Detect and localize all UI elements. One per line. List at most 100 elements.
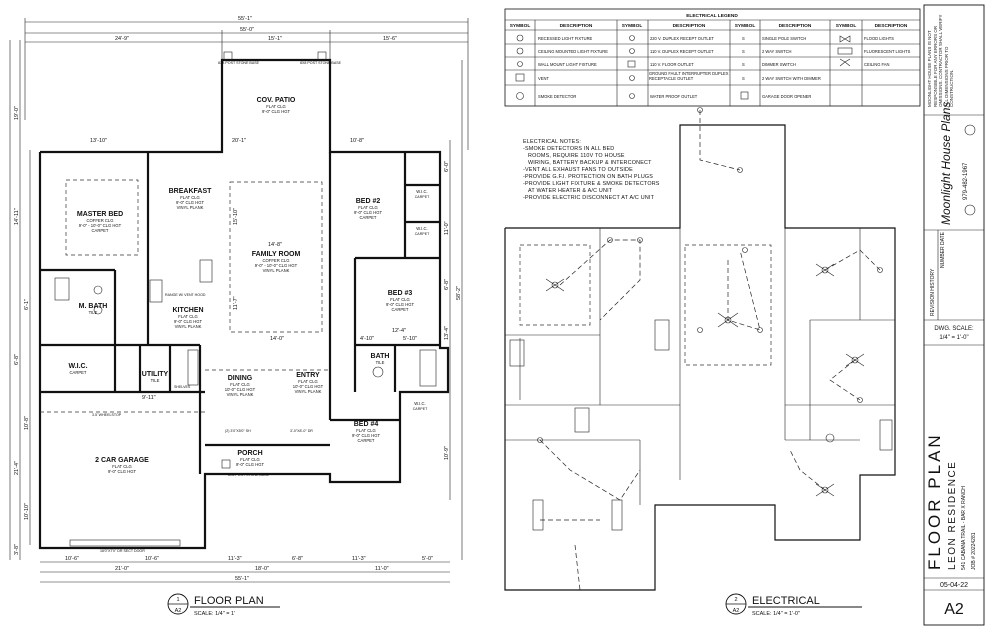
room-m-bath: M. BATH TILE <box>79 303 108 315</box>
revision-history-label: REVISION HISTORY <box>930 268 936 316</box>
tub-outline <box>509 339 525 367</box>
legend-c1-r5: SMOKE DETECTOR <box>538 94 576 99</box>
dim-top-overall: 55'-1" <box>238 16 252 22</box>
room-name: BED #4 <box>354 421 379 428</box>
wiring-run <box>824 249 881 271</box>
tub-outline <box>879 419 893 451</box>
room-garage: 2 CAR GARAGE FLAT CLG 9'-0" CLG HGT <box>95 457 149 474</box>
wiring-run <box>829 359 861 401</box>
right-dimensions: 6'-0" 11'-0" 6'-8" 13'-4" 58'-2" 10'-9" <box>444 60 463 560</box>
notes-title: ELECTRICAL NOTES: <box>523 139 581 145</box>
wiring-run <box>727 249 761 331</box>
room-wic-bed2a: W.I.C. CARPET <box>415 189 430 199</box>
floor-plan-caption: 1 A2 FLOOR PLAN SCALE: 1/4" = 1' <box>167 593 280 617</box>
room-entry: ENTRY FLAT CLG 10'-0" CLG HGT VINYL PLAN… <box>293 372 324 394</box>
legend-c3-r4: 2 WAY SWITCH WITH DIMMER <box>762 76 821 81</box>
bath-lav <box>372 366 384 378</box>
room-ceiling: FLAT CLG <box>230 382 250 387</box>
room-ceiling: FLAT CLG <box>390 297 410 302</box>
dim-right-1: 6'-0" <box>444 161 450 172</box>
note-door: 3'-0"X8'-0" DR <box>290 429 313 433</box>
exterior-walls <box>38 58 450 550</box>
fixtures <box>54 51 437 547</box>
room-height: 9'-0" CLG HGT <box>174 319 203 324</box>
family-ceiling-outline <box>684 244 772 366</box>
note-post-porch: 8X8 POST STONE BASE <box>228 473 270 477</box>
caption-number: 2 <box>734 597 737 603</box>
room-floor: CARPET <box>358 438 375 443</box>
ceiling-fan-icon <box>845 353 865 367</box>
room-name: FAMILY ROOM <box>252 251 301 258</box>
room-name: BREAKFAST <box>169 188 213 195</box>
legend-c1-r1: RECESSED LIGHT FIXTURE <box>538 36 593 41</box>
dim-left-4: 6'-8" <box>14 354 20 365</box>
fluorescent-icon <box>837 47 853 55</box>
lav-outline <box>825 433 835 443</box>
revision-number-label: NUMBER <box>940 246 946 268</box>
legend-header-2: DESCRIPTION <box>560 23 593 29</box>
room-name: M. BATH <box>79 303 108 310</box>
legend-header-3: SYMBOL <box>622 23 643 29</box>
dim-bottom-3: 11'-3" <box>228 556 242 562</box>
dim-int-1: 13'-10" <box>90 138 107 144</box>
dim-right-2: 11'-0" <box>444 221 450 235</box>
legend-c2-r4-wrap: GROUND FAULT INTERRUPTER DUPLEX RECEPTAC… <box>649 71 728 81</box>
caption-scale: SCALE: 1/4" = 1'-0" <box>752 611 800 617</box>
ceiling-fan-icon <box>839 58 851 67</box>
room-name: UTILITY <box>142 371 169 378</box>
room-name: DINING <box>228 375 253 382</box>
electrical-notes: ELECTRICAL NOTES: -SMOKE DETECTORS IN AL… <box>523 139 660 201</box>
firm-phone: 979-482-1967 <box>963 162 969 200</box>
master-coffer-outline <box>65 179 139 256</box>
garage-opener-icon <box>740 91 749 100</box>
left-dimensions: 19'-0" 14'-11" 6'-1" 6'-8" 10'-8" 21'-4"… <box>9 40 31 560</box>
wiring-run <box>540 519 600 591</box>
floor-plan: 55'-1" 24'-9" 55'-0" 15'-1" 15'-6" 19'-0… <box>9 16 469 617</box>
room-floor: TILE <box>89 310 98 315</box>
note-post-right: 8X8 POST STONE BASE <box>300 61 342 65</box>
ceiling-light-icon <box>516 47 524 55</box>
legend-c3-r5: GARAGE DOOR OPENER <box>762 94 811 99</box>
room-floor: CARPET <box>92 228 109 233</box>
dim-int-10: 5'-10" <box>403 336 417 342</box>
room-name: W.I.C. <box>416 226 427 231</box>
project-address: 541 CABANA TRAIL - BAR X RANCH <box>961 486 967 570</box>
dim-int-4: 14'-8" <box>268 242 282 248</box>
patio-post-right <box>317 51 327 61</box>
room-bed-4: BED #4 FLAT CLG 9'-0" CLG HGT CARPET <box>352 421 381 443</box>
room-floor: CARPET <box>70 370 87 375</box>
room-ceiling: FLAT CLG <box>358 205 378 210</box>
dim-top-left: 24'-9" <box>115 36 129 42</box>
room-name: ENTRY <box>296 372 320 379</box>
notes-line-6: -PROVIDE LIGHT FIXTURE & SMOKE DETECTORS <box>523 181 660 187</box>
legend-header-4: DESCRIPTION <box>673 23 706 29</box>
top-dimensions: 55'-1" 24'-9" 55'-0" 15'-1" 15'-6" <box>24 16 469 150</box>
notes-line-7: AT WATER HEATER & A/C UNIT <box>528 188 613 194</box>
electrical-caption: 2 A2 ELECTRICAL SCALE: 1/4" = 1'-0" <box>725 593 862 617</box>
dim-int-8: 15'-10" <box>233 208 239 225</box>
dim-bottom-9: 11'-0" <box>375 566 389 572</box>
legend-header-6: DESCRIPTION <box>779 23 812 29</box>
dim-top-mid: 55'-0" <box>240 27 254 33</box>
room-name: W.I.C. <box>416 189 427 194</box>
note-shelves: SHELVES <box>174 385 191 389</box>
notes-line-5: -PROVIDE G.F.I. PROTECTION ON BATH PLUGS <box>523 174 653 180</box>
legend-c1-r3: WALL MOUNT LIGHT FIXTURE <box>538 62 597 67</box>
note-garage-door: 16'0"X7'0" DR SECT DOOR <box>100 549 145 553</box>
legend-c3-r3: DIMMER SWITCH <box>762 62 796 67</box>
legend-c2-r5: WATER PROOF OUTLET <box>650 94 698 99</box>
room-family-room: FAMILY ROOM COFFER CLG 9'-0" - 10'-0" CL… <box>252 251 301 273</box>
disclaimer-wrap: MOONLIGHT HOUSE PLANS IS NOT RESPONSIBLE… <box>927 15 954 107</box>
garage-door <box>69 539 181 547</box>
notes-line-1: -SMOKE DETECTORS IN ALL BED <box>523 146 614 152</box>
dim-left-1: 19'-0" <box>14 106 20 120</box>
room-floor: CARPET <box>360 215 377 220</box>
ceiling-light-icon <box>737 167 743 173</box>
ceiling-light-icon <box>537 437 543 443</box>
master-lav-1 <box>93 285 103 295</box>
dim-right-overall: 58'-2" <box>456 286 462 300</box>
notes-line-3: WIRING, BATTERY BACKUP & INTERCONECT <box>528 160 652 166</box>
room-floor: CARPET <box>415 195 430 199</box>
project-name: LEON RESIDENCE <box>947 461 958 570</box>
ceiling-fan-icon <box>717 312 739 328</box>
